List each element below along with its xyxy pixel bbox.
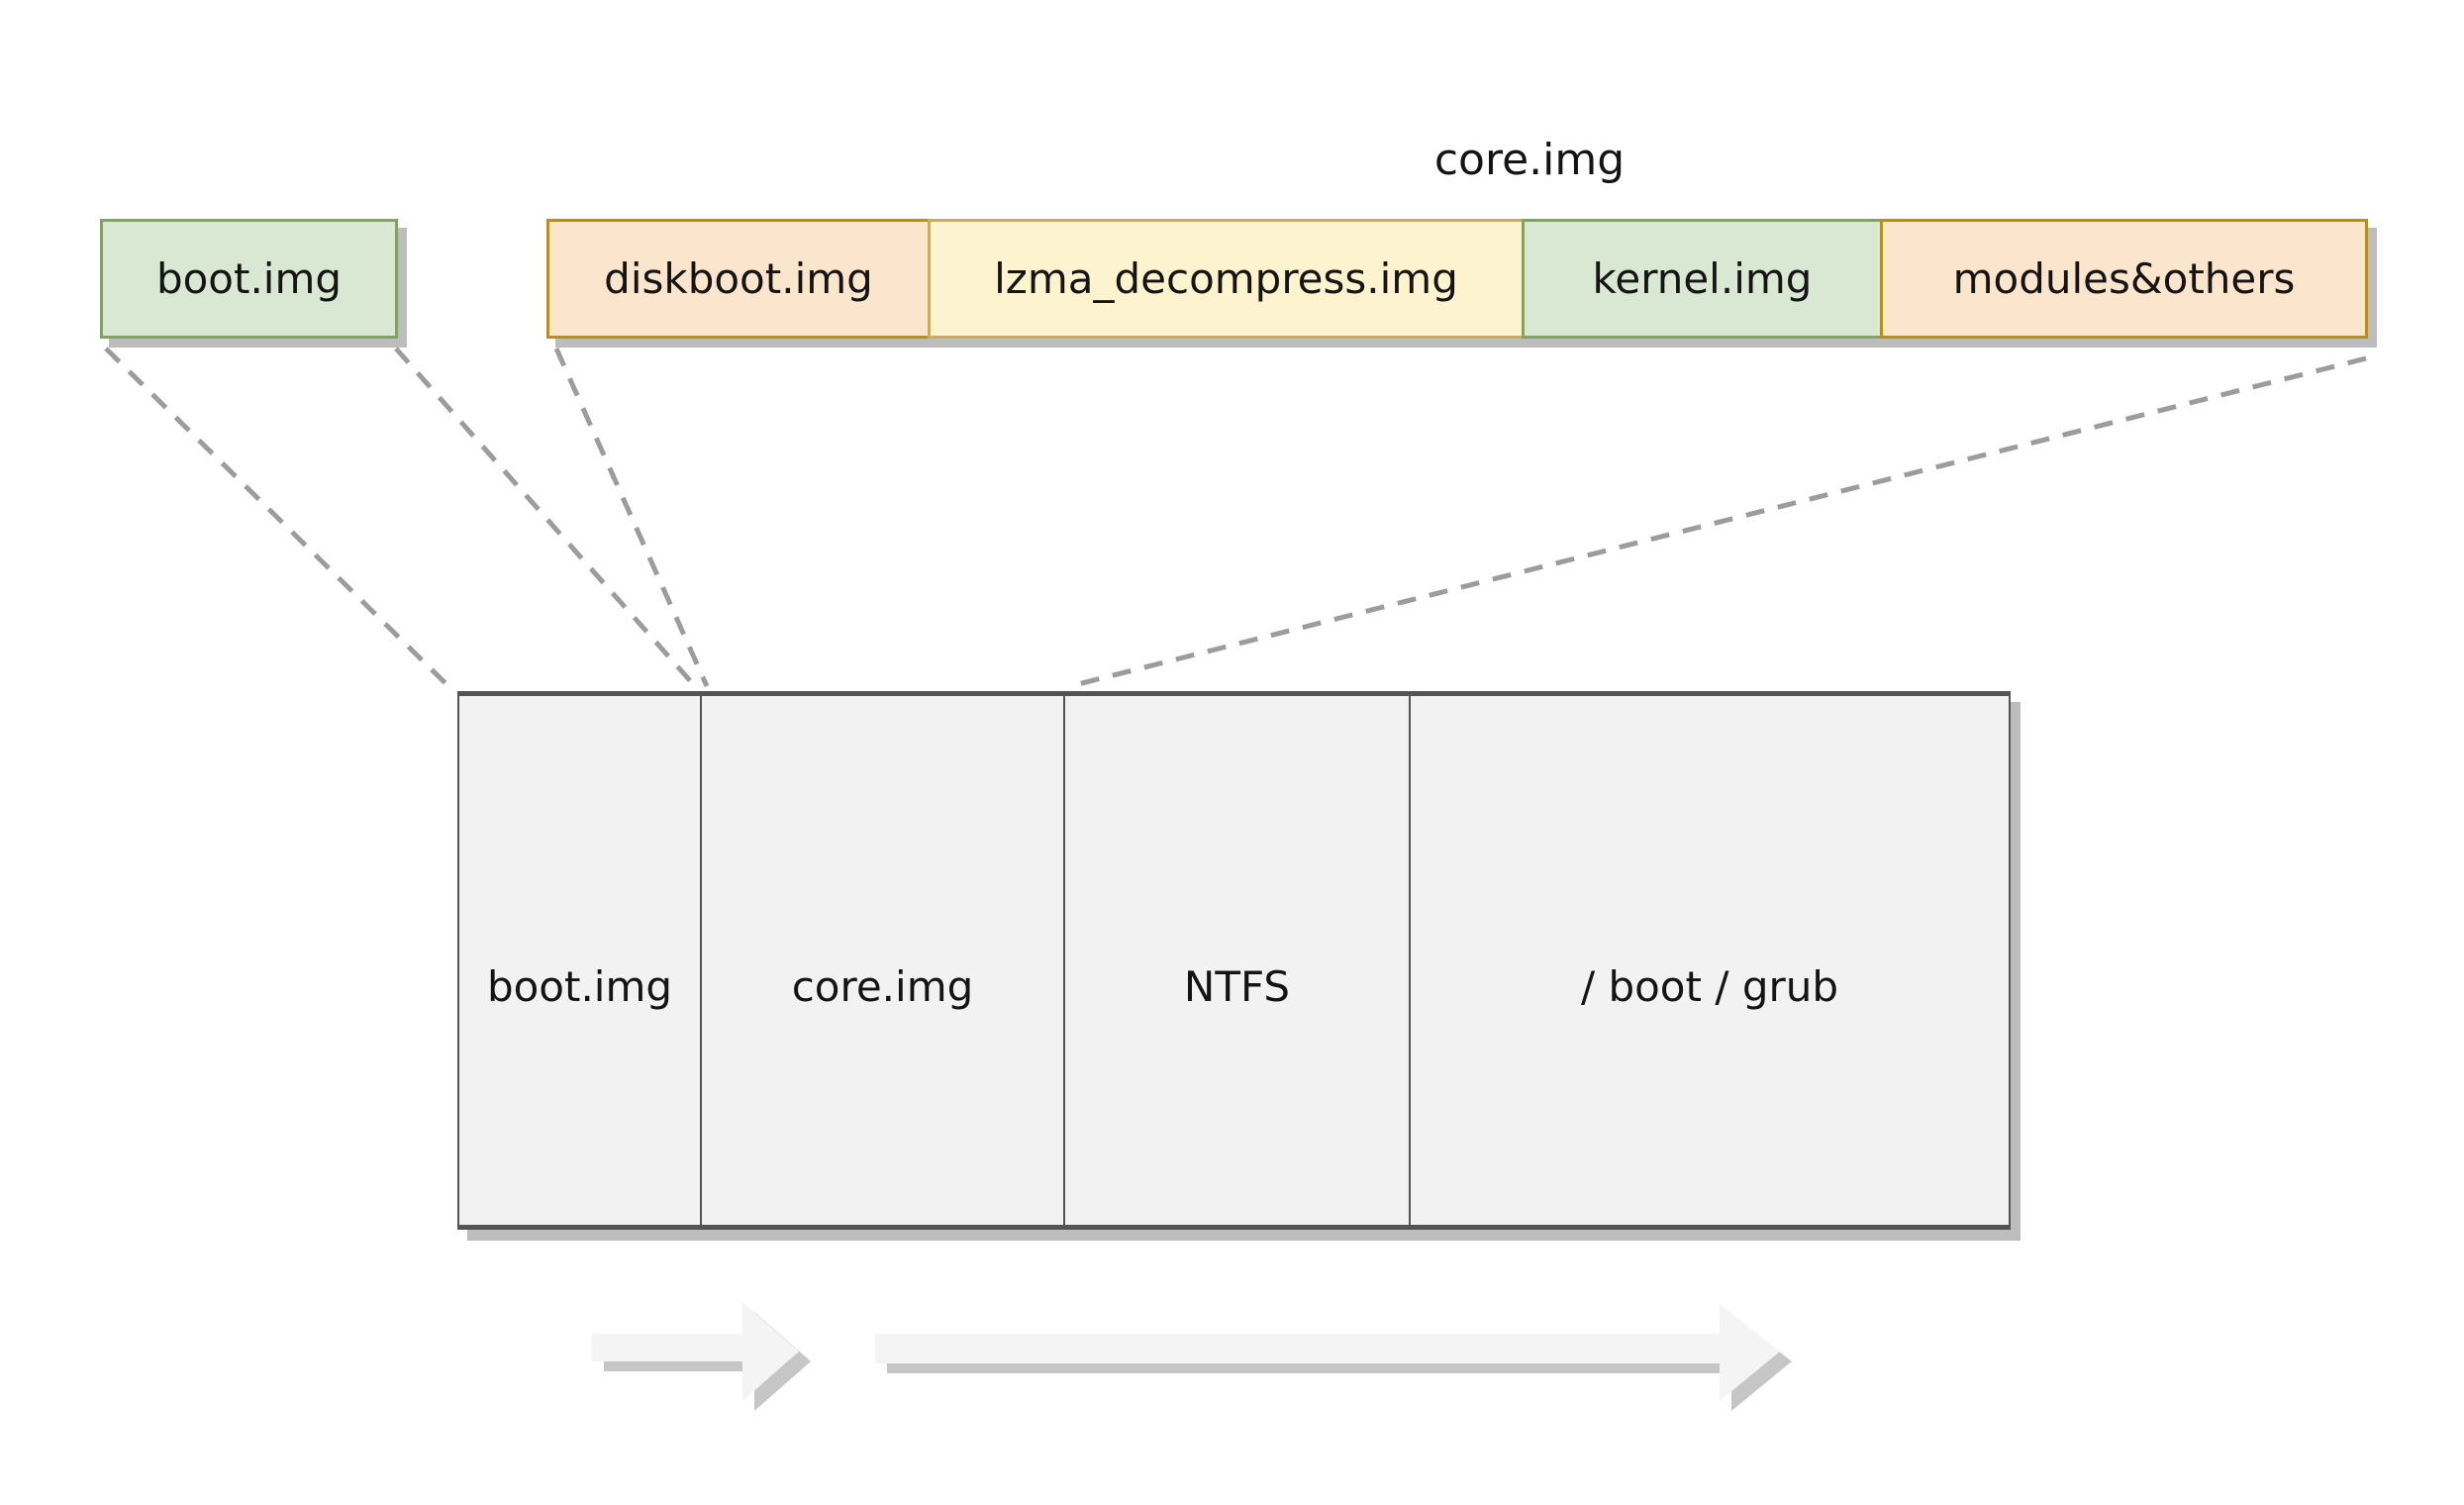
connector-bootimg-box-left-to-disk bbox=[104, 347, 452, 690]
disk-layout-rect: boot.img core.img NTFS / boot / grub bbox=[457, 691, 2011, 1230]
boot-img-box: boot.img bbox=[100, 219, 398, 339]
disk-section-boot-img: boot.img bbox=[459, 696, 702, 1225]
segment-diskboot-img-label: diskboot.img bbox=[604, 254, 873, 303]
connector-bootimg-box-right-to-disk bbox=[394, 347, 697, 688]
arrow-long-shadow bbox=[887, 1314, 1792, 1411]
connector-coreimg-left-to-disk bbox=[553, 347, 710, 688]
segment-kernel-img: kernel.img bbox=[1522, 219, 1883, 339]
arrow-long bbox=[875, 1304, 1792, 1411]
disk-section-ntfs: NTFS bbox=[1065, 696, 1411, 1225]
arrow-short bbox=[592, 1302, 811, 1411]
disk-section-core-img-label: core.img bbox=[791, 961, 974, 1011]
disk-section-ntfs-label: NTFS bbox=[1183, 961, 1291, 1011]
segment-diskboot-img: diskboot.img bbox=[546, 219, 931, 339]
arrow-short-face bbox=[592, 1302, 799, 1401]
segment-lzma-decompress-img-label: lzma_decompress.img bbox=[994, 254, 1458, 303]
arrow-long-face bbox=[875, 1304, 1780, 1401]
disk-section-boot-grub-label: / boot / grub bbox=[1580, 961, 1839, 1011]
arrow-short-shadow bbox=[604, 1312, 811, 1411]
disk-section-core-img: core.img bbox=[702, 696, 1065, 1225]
disk-section-boot-img-label: boot.img bbox=[486, 961, 673, 1011]
segment-kernel-img-label: kernel.img bbox=[1592, 254, 1813, 303]
segment-lzma-decompress-img: lzma_decompress.img bbox=[928, 219, 1525, 339]
boot-img-box-label: boot.img bbox=[155, 254, 343, 303]
core-img-group-label: core.img bbox=[1433, 135, 1626, 185]
disk-section-boot-grub: / boot / grub bbox=[1411, 696, 2009, 1225]
segment-modules-others: modules&others bbox=[1880, 219, 2368, 339]
connector-coreimg-right-to-disk bbox=[1073, 355, 2367, 688]
segment-modules-others-label: modules&others bbox=[1952, 254, 2296, 303]
